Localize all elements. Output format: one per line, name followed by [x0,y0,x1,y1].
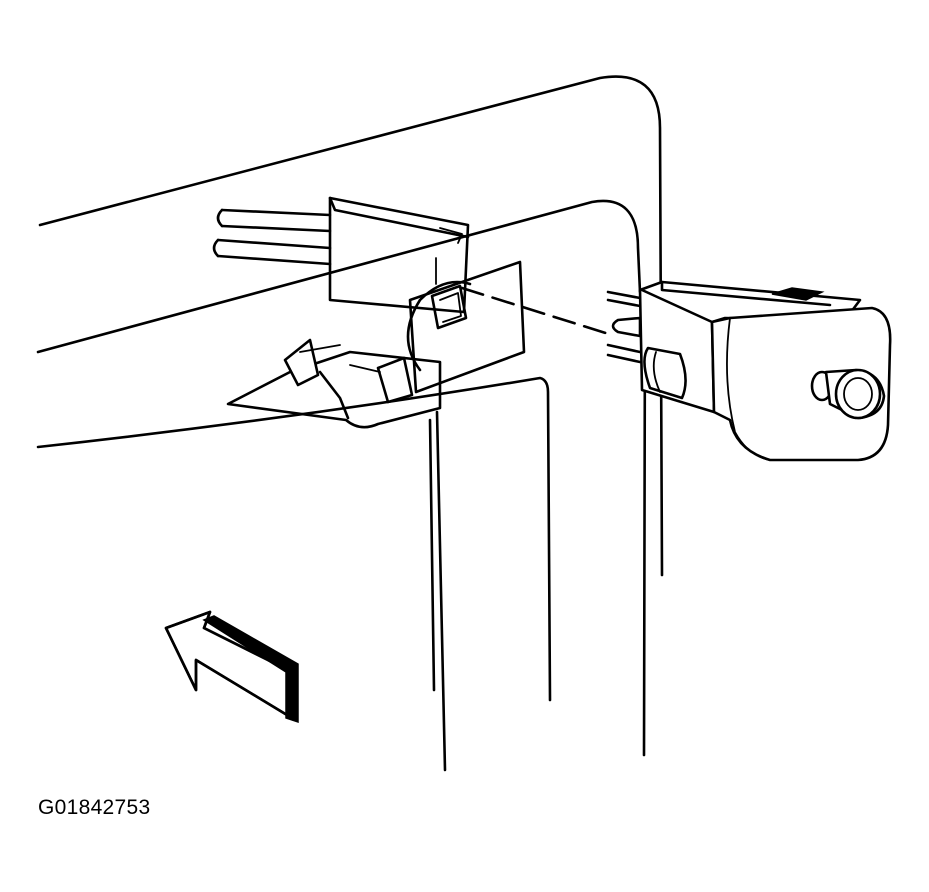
switch-mounting-opening [408,260,526,394]
detail-circle [406,280,472,372]
wiring-harness-connector [212,196,470,314]
retaining-clip-bracket [226,338,442,429]
outer-panel-outline [38,75,664,757]
installation-guide-line [460,286,614,337]
figure-code-label: G01842753 [38,796,151,819]
switch-assembly [606,280,892,462]
inner-panel-outline [36,199,642,772]
view-direction-arrow-icon [164,610,299,724]
